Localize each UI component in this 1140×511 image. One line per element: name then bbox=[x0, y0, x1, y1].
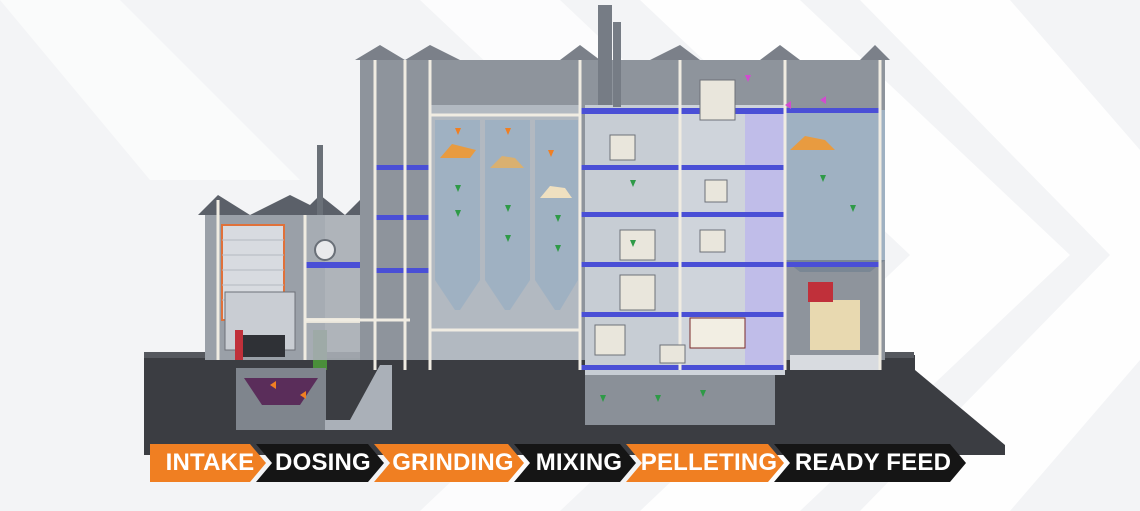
bagging-stack bbox=[808, 282, 833, 302]
stage-mixing-label: MIXING bbox=[535, 449, 623, 476]
silo-2-grain bbox=[490, 156, 524, 168]
ready-feed-silo-block bbox=[785, 110, 885, 260]
chimney-small bbox=[613, 22, 621, 107]
flow-arrows-green bbox=[455, 175, 856, 402]
stage-ready-feed: READY FEED bbox=[774, 444, 966, 482]
stage-dosing: DOSING bbox=[256, 444, 384, 482]
truck-cab bbox=[240, 335, 285, 357]
dosing-chimney bbox=[317, 145, 323, 215]
floor-levels bbox=[375, 108, 880, 370]
silo-1-grain bbox=[440, 144, 476, 158]
dispatch-platform bbox=[790, 355, 880, 370]
stage-grinding: GRINDING bbox=[374, 444, 524, 482]
intake-hopper bbox=[244, 378, 318, 405]
chimney-tall bbox=[598, 5, 612, 105]
ready-feed-grain bbox=[790, 136, 835, 150]
structural-frame bbox=[216, 60, 882, 370]
silo-2 bbox=[485, 120, 530, 310]
process-stages-bar: INTAKE DOSING GRINDING MIXING PELLETING … bbox=[150, 444, 986, 482]
intake-building-roof bbox=[198, 195, 330, 215]
stage-mixing: MIXING bbox=[514, 444, 636, 482]
stage-dosing-label: DOSING bbox=[275, 449, 371, 476]
bg-chevron bbox=[860, 0, 1140, 511]
stage-intake: INTAKE bbox=[150, 444, 266, 482]
mixing-pit bbox=[585, 375, 680, 425]
pelleting-glass bbox=[745, 110, 785, 370]
fan-unit bbox=[314, 239, 336, 261]
pelleting-pit bbox=[680, 375, 775, 425]
stage-pelleting-label: PELLETING bbox=[640, 449, 778, 476]
flow-arrows-magenta bbox=[745, 75, 826, 109]
main-building-roof bbox=[355, 45, 890, 60]
intake-pole-red bbox=[235, 330, 243, 360]
equipment bbox=[594, 79, 736, 364]
pellet-cabinet bbox=[689, 317, 746, 349]
bg-chevron bbox=[0, 0, 300, 180]
silo-3-grain bbox=[540, 186, 572, 198]
flow-arrows-orange bbox=[270, 128, 554, 399]
bulk-truck bbox=[810, 300, 860, 350]
elevator-conveyor bbox=[325, 365, 392, 430]
stage-grinding-label: GRINDING bbox=[392, 449, 514, 476]
stage-ready-feed-label: READY FEED bbox=[794, 449, 952, 476]
stage-pelleting: PELLETING bbox=[626, 444, 784, 482]
stage-intake-label: INTAKE bbox=[165, 449, 255, 476]
